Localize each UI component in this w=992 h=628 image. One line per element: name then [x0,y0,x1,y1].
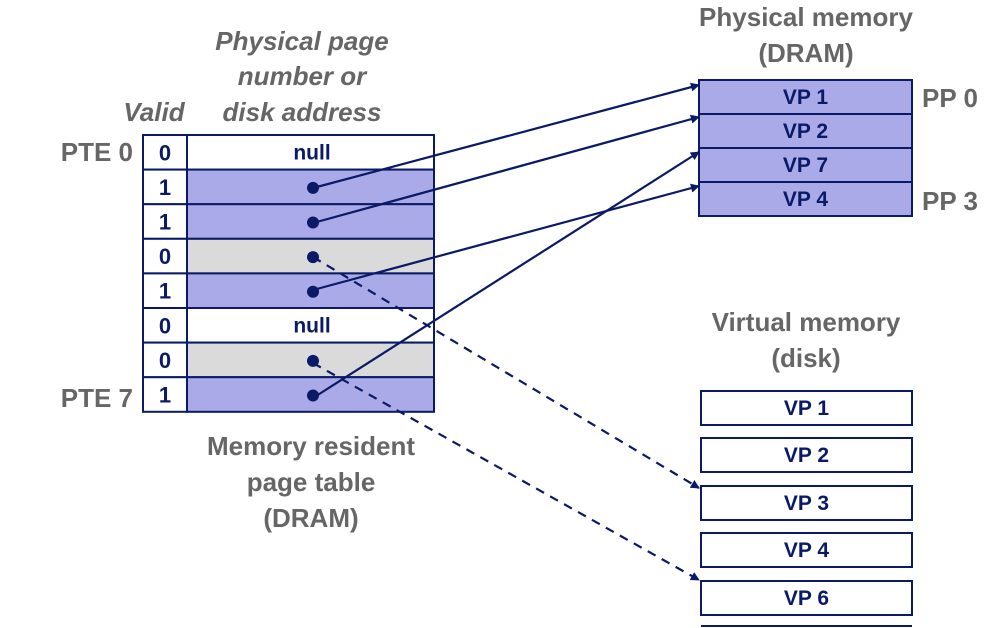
valid-bit: 0 [159,348,171,373]
pte-first-label: PTE 0 [61,137,133,167]
pointer-dot [307,285,319,298]
header-address-line-3: disk address [223,97,382,127]
page-table-row: 1 [142,168,435,206]
pp-last-label: PP 3 [922,186,978,216]
virtual-memory-title-line-1: Virtual memory [712,307,901,337]
physical-page: VP 1 [698,79,913,115]
arrow-pte1-to-pp0 [312,82,700,190]
page-table: 0 null 1 1 0 1 0 null 0 1 [142,134,435,413]
pp-first-label: PP 0 [922,83,978,113]
arrow-pte7-to-pp2 [312,151,700,399]
valid-bit: 0 [159,140,171,165]
virtual-page: VP 6 [700,580,913,616]
page-table-row: 1 [142,203,435,240]
physical-page-box [698,113,913,149]
mapping-arrows [312,82,700,581]
physical-page: VP 7 [698,147,913,183]
header-address-line-1: Physical page [215,26,388,56]
address-value: null [293,141,330,164]
address-value: null [293,314,330,337]
valid-cell [142,307,188,344]
page-table-caption-line-3: (DRAM) [263,503,358,533]
physical-memory-title-line-2: (DRAM) [758,38,853,68]
virtual-page-box [700,532,913,568]
page-table-caption-line-1: Memory resident [207,431,415,461]
valid-bit: 0 [159,313,171,338]
virtual-page-label: VP 4 [784,539,829,562]
physical-page-label: VP 1 [783,86,828,109]
pointer-dot [307,389,319,402]
virtual-page: VP 3 [700,485,913,521]
pointer-dot [307,216,319,229]
physical-page-box [698,181,913,217]
arrow-pte4-to-pp3 [312,183,700,292]
valid-cell [142,272,188,309]
virtual-page-label: VP 1 [784,397,829,420]
valid-cell [142,341,188,379]
virtual-page: VP 4 [700,532,913,568]
virtual-page: VP 1 [700,390,913,426]
virtual-page: VP 2 [700,437,913,473]
valid-bit: 0 [159,244,171,269]
virtual-page-label: VP 2 [784,444,829,467]
physical-page-label: VP 4 [783,188,828,211]
page-table-row: 1 [142,272,435,309]
valid-cell [142,376,188,413]
physical-memory: VP 1 VP 2 VP 7 VP 4 [698,79,913,217]
valid-bit: 1 [159,210,171,235]
physical-page-box [698,147,913,183]
pointer-dot [307,181,319,194]
page-table-row: 0 null [142,134,435,171]
pointer-dots [307,181,319,402]
physical-page: VP 2 [698,113,913,149]
page-table-caption-line-2: page table [247,467,376,497]
header-valid: Valid [123,97,185,127]
arrow-pte3-to-disk-vp3 [312,256,700,489]
header-address-line-2: number or [238,61,368,91]
pointer-dot [307,354,319,367]
valid-bit: 1 [159,279,171,304]
physical-page-label: VP 7 [783,154,828,177]
physical-page: VP 4 [698,181,913,217]
virtual-page-label: VP 6 [784,587,829,610]
pte-last-label: PTE 7 [61,383,133,413]
address-cell [186,134,435,171]
physical-memory-title-line-1: Physical memory [699,2,913,32]
valid-bit: 1 [159,175,171,200]
virtual-page-box [700,390,913,426]
arrow-pte2-to-pp1 [312,114,700,225]
physical-page-label: VP 2 [783,120,828,143]
virtual-page-box [700,485,913,521]
virtual-page-box [700,580,913,616]
virtual-page-box [700,437,913,473]
page-table-row: 0 null [142,307,435,344]
virtual-page-label: VP 3 [784,492,829,515]
virtual-memory: VP 1 VP 2 VP 3 VP 4 VP 6 [700,390,913,627]
valid-bit: 1 [159,383,171,408]
arrow-pte6-to-disk-vp6 [312,362,700,581]
physical-page-box [698,79,913,115]
pointer-dot [307,251,319,264]
virtual-memory-title-line-2: (disk) [771,343,840,373]
